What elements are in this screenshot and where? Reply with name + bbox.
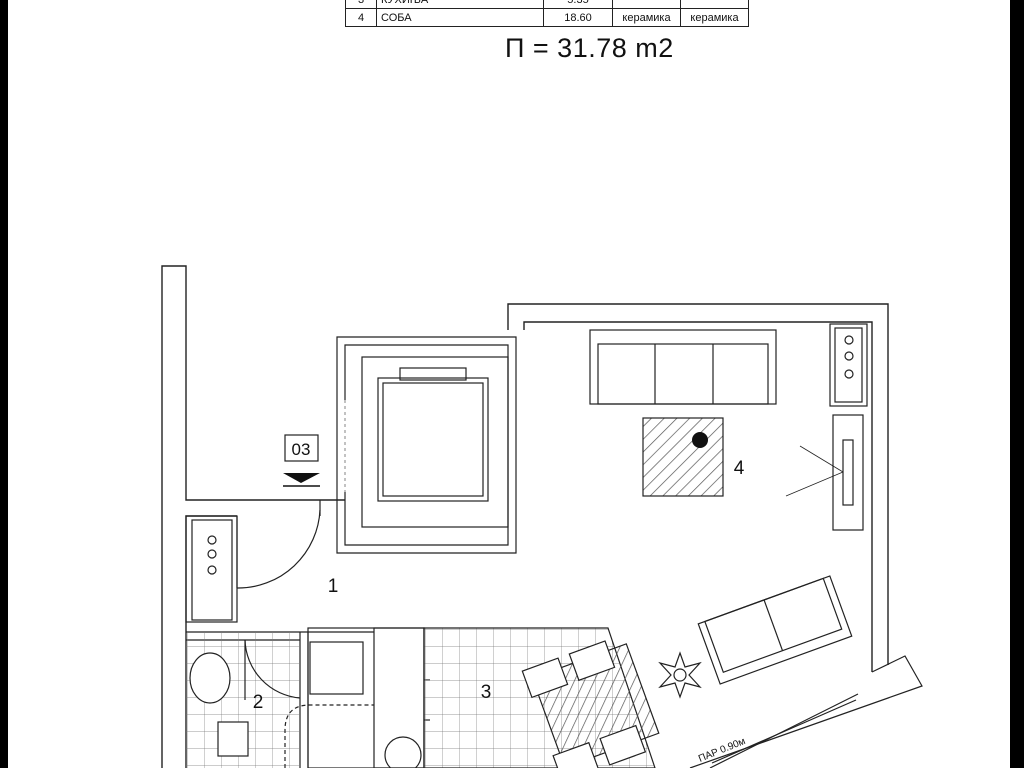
room-label: 1 — [328, 576, 339, 597]
room-label: 3 — [481, 682, 492, 703]
kitchen-counter — [307, 627, 430, 768]
room-area-table-wrapper: 3 КУХИЊА 5.35 4 СОБА 18.60 керамика кера… — [345, 0, 749, 27]
sofa-icon — [589, 329, 777, 405]
bed-icon — [377, 367, 489, 502]
dining-set-icon — [521, 640, 660, 768]
plant-icon — [658, 651, 702, 699]
shoe-cabinet-icon — [185, 515, 238, 623]
rug-icon — [642, 417, 724, 497]
room-walls: керамика — [680, 8, 749, 27]
room-label: 2 — [253, 692, 264, 713]
room-area-table: 3 КУХИЊА 5.35 4 СОБА 18.60 керамика кера… — [345, 0, 749, 27]
balcony-door — [689, 655, 923, 768]
room-floor: керамика — [612, 8, 681, 27]
room-name: СОБА — [376, 8, 544, 27]
total-area-label: П = 31.78 m2 — [505, 33, 674, 63]
room-label: 4 — [734, 458, 745, 479]
stair-tag: 03 — [283, 434, 320, 487]
shaft-block — [336, 336, 517, 554]
sofa-icon — [697, 575, 853, 685]
table-row: 4 СОБА 18.60 керамика керамика — [345, 8, 749, 27]
stair-tag-label: 03 — [292, 440, 311, 459]
tv-unit-icon — [785, 414, 864, 531]
room-area: 18.60 — [543, 8, 613, 27]
cooktop-icon — [829, 323, 868, 407]
entry-door-icon — [236, 500, 321, 589]
bathroom — [186, 631, 374, 768]
